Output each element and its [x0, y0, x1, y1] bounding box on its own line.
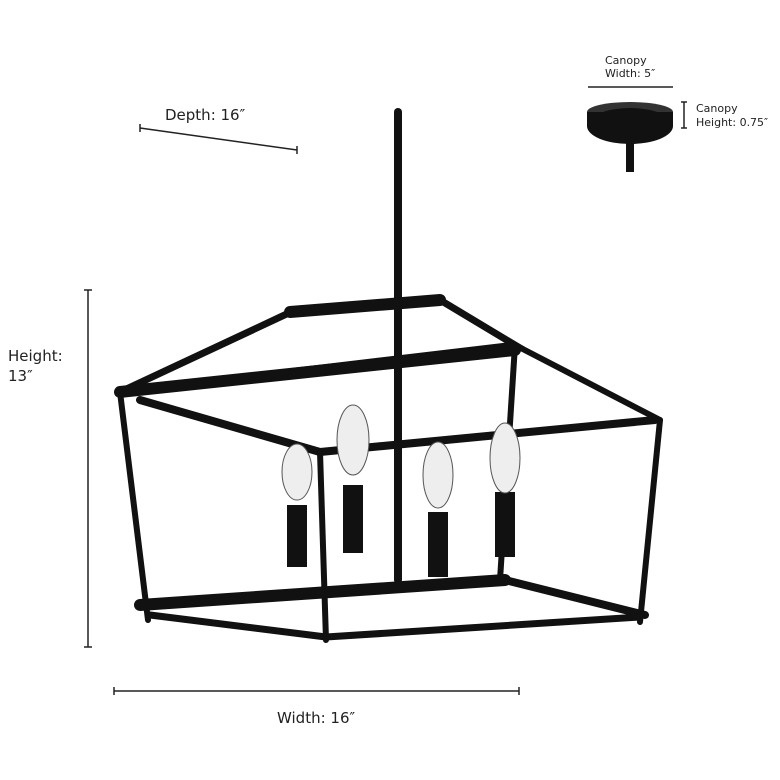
dimension-lines	[84, 86, 687, 695]
height-label: Height:	[8, 347, 63, 365]
lantern-frame	[114, 108, 663, 643]
canopy-height-title: Canopy	[696, 102, 738, 115]
depth-line	[139, 127, 298, 151]
canopy-height-value: Height: 0.75″	[696, 116, 769, 129]
canopy-icon	[587, 102, 673, 172]
canopy-width-value: Width: 5″	[605, 67, 656, 80]
width-label: Width: 16″	[277, 709, 356, 727]
canopy-width-title: Canopy	[605, 54, 647, 67]
depth-label: Depth: 16″	[165, 106, 246, 124]
candle-bulbs	[281, 404, 521, 577]
height-value: 13″	[8, 367, 33, 385]
